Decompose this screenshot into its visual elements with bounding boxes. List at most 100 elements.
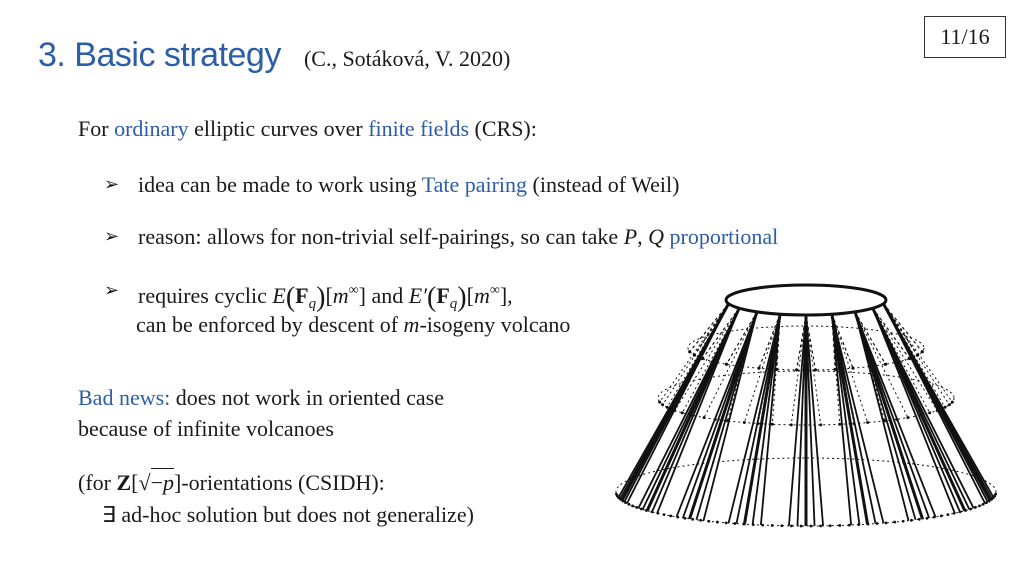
volcano-edge bbox=[689, 303, 729, 353]
volcano-level-ring bbox=[687, 325, 925, 371]
volcano-crater bbox=[724, 283, 888, 317]
volcano-vertex bbox=[852, 422, 856, 426]
volcano-vertex bbox=[895, 417, 899, 421]
volcano-vertex bbox=[907, 356, 912, 361]
volcano-edge bbox=[854, 311, 887, 365]
bullet-1: idea can be made to work using Tate pair… bbox=[138, 170, 679, 200]
volcano-graph bbox=[614, 283, 998, 528]
volcano-edge bbox=[726, 311, 758, 422]
volcano-vertex bbox=[742, 421, 746, 425]
math-sqrt-sign: √ bbox=[138, 470, 151, 495]
volcano-vertex bbox=[619, 497, 622, 501]
bullet-3-and: and bbox=[371, 283, 404, 308]
volcano-vertex bbox=[978, 504, 981, 508]
volcano-vertex bbox=[680, 411, 684, 415]
volcano-vertex bbox=[958, 510, 962, 514]
volcano-level-ring bbox=[615, 457, 997, 527]
volcano-vertex bbox=[990, 497, 993, 501]
volcano-vertex bbox=[838, 422, 842, 426]
volcano-vertex bbox=[875, 522, 879, 525]
math-m: m bbox=[403, 312, 420, 337]
term-tate-pairing: Tate pairing bbox=[421, 172, 528, 197]
volcano-vertex bbox=[715, 520, 719, 524]
volcano-vertex bbox=[935, 408, 939, 412]
volcano-vertex bbox=[713, 417, 717, 421]
volcano-vertex bbox=[925, 516, 929, 520]
volcano-vertex bbox=[985, 501, 988, 505]
volcano-vertex bbox=[919, 413, 923, 417]
volcano-vertex bbox=[676, 515, 680, 519]
volcano-edge bbox=[662, 303, 729, 405]
volcano-edge bbox=[742, 313, 782, 525]
volcano-edge bbox=[831, 314, 841, 425]
volcano-vertex bbox=[658, 400, 662, 404]
volcano-edge bbox=[854, 311, 886, 422]
volcano-edge bbox=[872, 307, 938, 411]
volcano-edge bbox=[702, 307, 740, 359]
volcano-level-ring bbox=[657, 370, 955, 426]
volcano-edge bbox=[714, 311, 758, 420]
volcano-edge bbox=[725, 311, 758, 365]
orientation-line-2: ∃ ad-hoc solution but does not generaliz… bbox=[102, 502, 474, 527]
volcano-vertex bbox=[909, 518, 913, 522]
math-minus: − bbox=[150, 470, 163, 495]
orientation-open: (for bbox=[78, 470, 117, 495]
volcano-vertex bbox=[688, 350, 692, 354]
volcano-edge bbox=[872, 307, 910, 359]
volcano-vertex bbox=[794, 368, 799, 372]
volcano-vertex bbox=[790, 524, 793, 528]
volcano-edge bbox=[883, 303, 953, 403]
volcano-vertex bbox=[828, 524, 832, 528]
volcano-vertex bbox=[928, 411, 932, 415]
bullet-3-before: requires cyclic bbox=[138, 283, 273, 308]
volcano-vertex bbox=[624, 501, 627, 505]
volcano-edge bbox=[854, 311, 910, 521]
volcano-vertex bbox=[819, 524, 822, 528]
volcano-vertex bbox=[645, 509, 648, 512]
page-number: 11/16 bbox=[924, 16, 1006, 58]
bullet-1-before: idea can be made to work using bbox=[138, 172, 422, 197]
volcano-edge bbox=[854, 311, 898, 420]
bullet-3-line-2-before: can be enforced by descent of bbox=[136, 312, 404, 337]
volcano-vertex bbox=[631, 504, 634, 508]
volcano-edge bbox=[882, 303, 986, 504]
volcano-vertex bbox=[838, 524, 842, 527]
volcano-vertex bbox=[950, 400, 954, 404]
volcano-vertex bbox=[635, 506, 639, 509]
volcano-vertex bbox=[987, 499, 991, 503]
bullet-2-comma: , bbox=[637, 224, 649, 249]
volcano-vertex bbox=[756, 422, 760, 426]
volcano-vertex bbox=[920, 350, 924, 354]
volcano-edge bbox=[682, 311, 758, 519]
volcano-edge bbox=[637, 307, 740, 509]
math-p-var: p bbox=[163, 470, 174, 495]
volcano-vertex bbox=[981, 502, 985, 506]
volcano-vertex bbox=[662, 513, 666, 517]
volcano-vertex bbox=[943, 405, 947, 409]
bad-news-text: does not work in oriented case bbox=[170, 385, 444, 410]
bad-news-line-1: Bad news: does not work in oriented case bbox=[78, 383, 444, 413]
bad-news-label: Bad news: bbox=[78, 385, 171, 410]
volcano-vertex bbox=[901, 519, 905, 523]
bullet-3-line-2: can be enforced by descent of m-isogeny … bbox=[136, 310, 570, 340]
volcano-vertex bbox=[661, 403, 665, 407]
volcano-vertex bbox=[683, 516, 687, 520]
orientation-line-1: (for Z[√−p]-orientations (CSIDH): bbox=[78, 468, 385, 498]
volcano-edge bbox=[702, 311, 758, 521]
volcano-vertex bbox=[770, 524, 774, 527]
volcano-edge bbox=[674, 307, 740, 411]
volcano-vertex bbox=[789, 423, 793, 427]
math-lbracket: [ bbox=[131, 470, 139, 495]
math-sub-q: q bbox=[449, 296, 458, 312]
math-sqrt-body: −p bbox=[150, 468, 174, 495]
isogeny-volcano-diagram bbox=[614, 283, 998, 528]
volcano-edge bbox=[831, 314, 853, 526]
volcano-vertex bbox=[952, 511, 956, 515]
volcano-vertex bbox=[819, 423, 823, 427]
volcano-edge bbox=[805, 314, 822, 425]
volcano-vertex bbox=[917, 517, 921, 521]
volcano-vertex bbox=[932, 515, 936, 519]
volcano-edge bbox=[831, 313, 854, 369]
volcano-vertex bbox=[851, 366, 855, 370]
